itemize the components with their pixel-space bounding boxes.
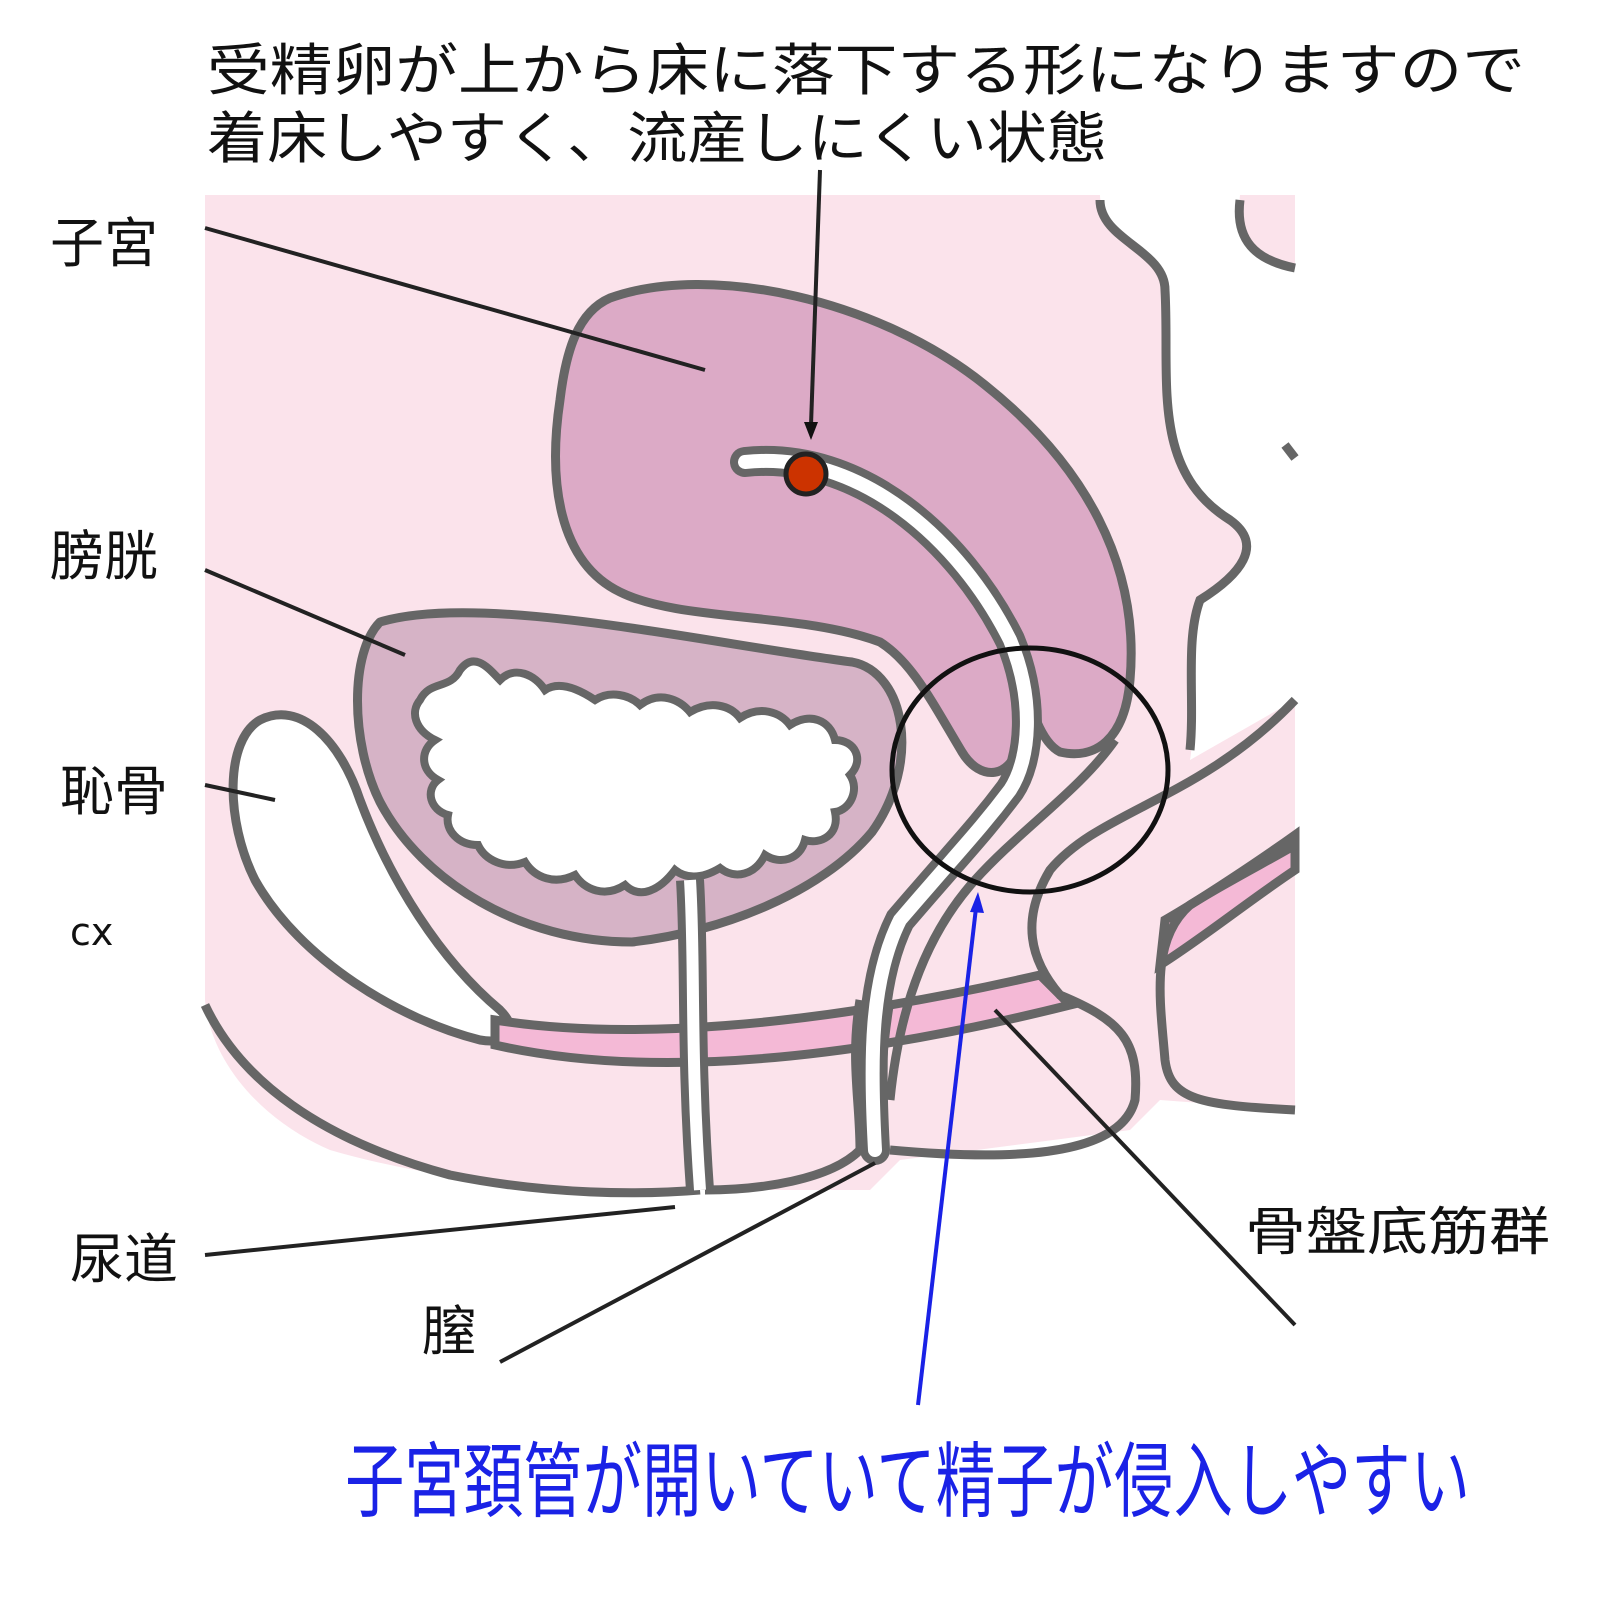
label-uterus: 子宮 <box>50 212 158 275</box>
back-outline <box>1095 199 1299 751</box>
pointer-bladder <box>204 568 406 657</box>
cervical-canal <box>738 453 1034 1157</box>
pointer-urethra <box>204 1205 676 1257</box>
pointer-pubic-bone <box>204 783 276 802</box>
label-bladder: 膀胱 <box>50 525 158 588</box>
pointer-uterus <box>204 226 706 372</box>
label-urethra: 尿道 <box>70 1228 178 1291</box>
bladder-lumen <box>411 657 862 897</box>
label-pelvic-floor: 骨盤底筋群 <box>1245 1203 1550 1263</box>
bottom-annotation: 子宮頚管が開いていて精子が侵入しやすい <box>345 1435 1470 1530</box>
label-vagina: 膣 <box>422 1300 476 1363</box>
arrow-cervix-head <box>970 892 984 913</box>
pelvic-floor-muscle <box>490 970 1079 1067</box>
urethra <box>684 879 706 1191</box>
pointer-vagina <box>499 1161 876 1364</box>
label-cx: cx <box>70 910 113 954</box>
arrow-egg-head <box>804 422 818 440</box>
cervix-highlight-circle <box>889 645 1171 895</box>
right-background <box>1239 195 1295 265</box>
pointer-pelvic-floor <box>993 1008 1297 1327</box>
arrow-cervix <box>916 907 978 1406</box>
label-pubic-bone: 恥骨 <box>60 760 168 823</box>
top-annotation-line1: 受精卵が上から床に落下する形になりますので <box>207 39 1525 104</box>
top-annotation-line2: 着床しやすく、流産しにくい状態 <box>207 107 1107 172</box>
arrow-egg <box>809 169 822 426</box>
fertilized-egg <box>783 451 829 497</box>
